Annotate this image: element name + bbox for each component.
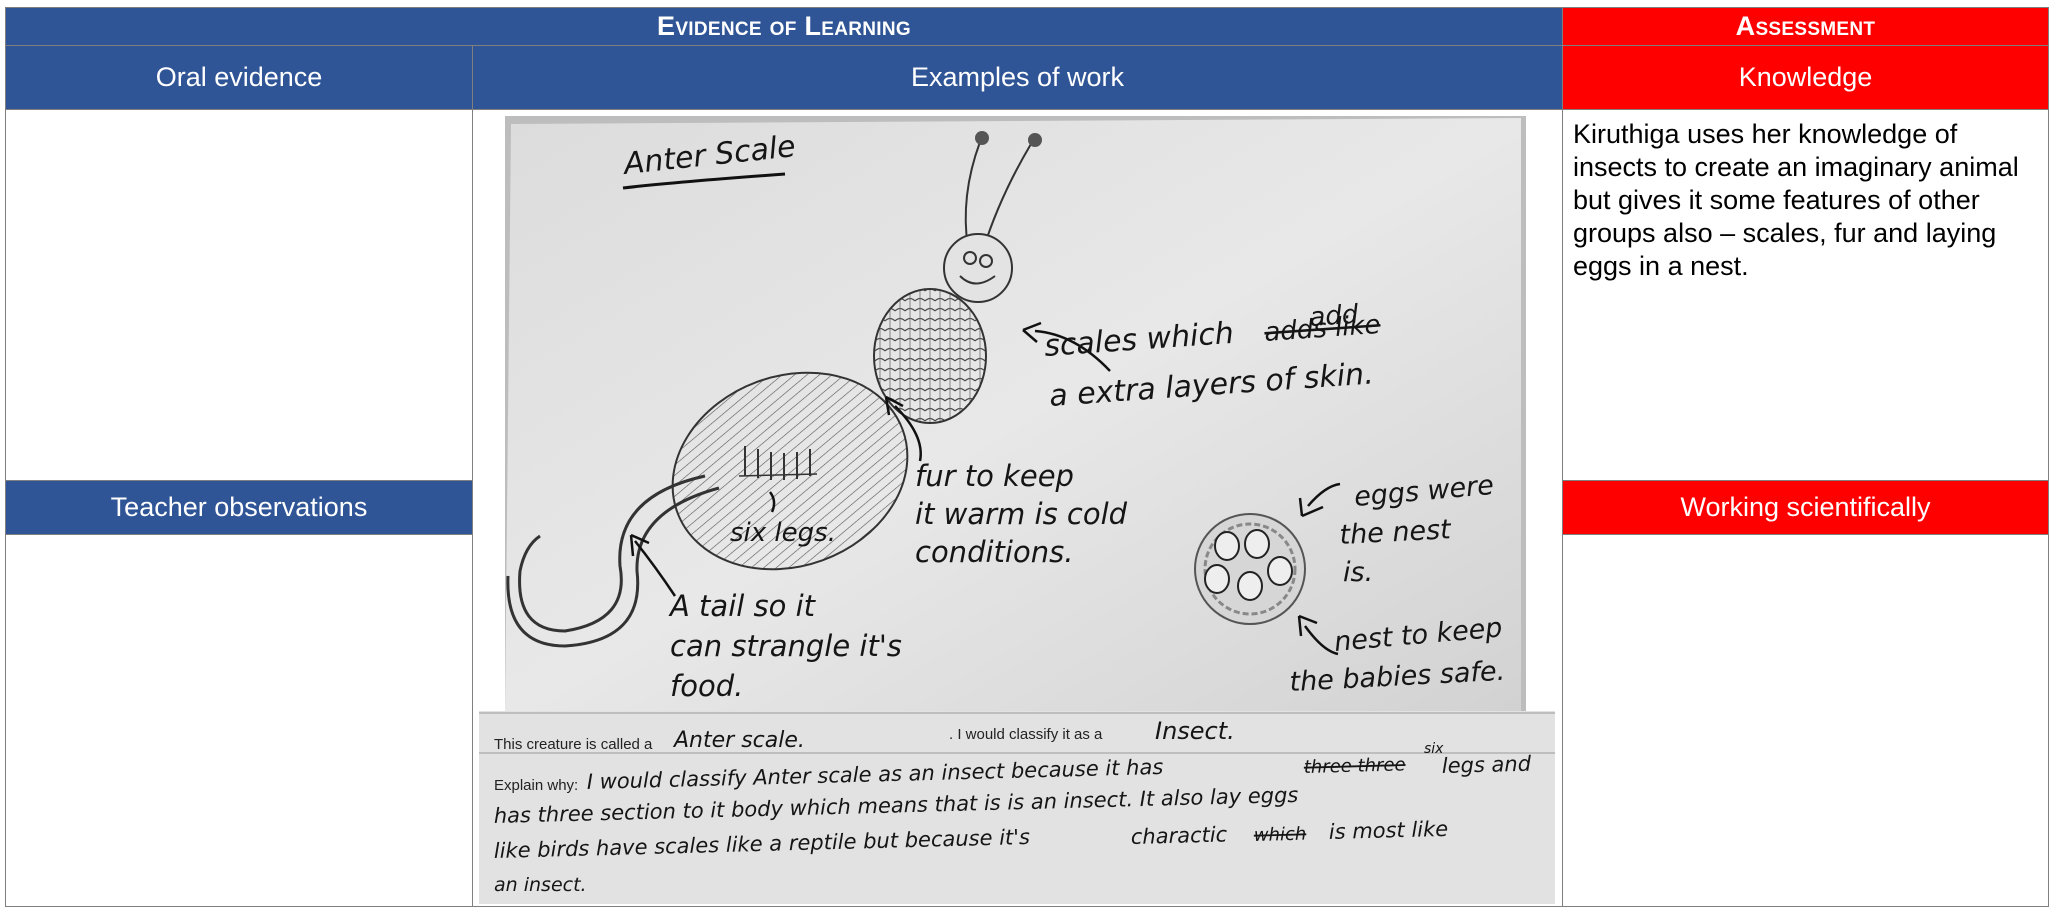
tail-line3: food. — [670, 669, 743, 703]
worksheet-line3-struck: which — [1254, 824, 1307, 846]
assessment-header: Assessment — [1562, 7, 2049, 46]
worksheet-line3-mid: charactic — [1131, 822, 1228, 849]
teacher-observations-header: Teacher observations — [5, 480, 473, 535]
working-scientifically-header: Working scientifically — [1562, 480, 2049, 535]
examples-of-work-label: Examples of work — [911, 62, 1124, 93]
teacher-observations-cell — [5, 534, 473, 907]
called-label: This creature is called a — [494, 736, 653, 753]
called-value: Anter scale. — [672, 728, 805, 753]
assessment-title: Assessment — [1736, 11, 1876, 42]
classify-value: Insect. — [1155, 717, 1235, 745]
evidence-of-learning-title: Evidence of Learning — [657, 11, 911, 42]
worksheet-photo: This creature is called a Anter scale. .… — [479, 711, 1555, 904]
creature-head-icon — [944, 234, 1012, 302]
working-scientifically-cell — [1562, 534, 2049, 907]
eggs-line2: the nest — [1339, 514, 1453, 551]
worksheet-line1-struck: three three — [1304, 754, 1406, 778]
teacher-observations-label: Teacher observations — [111, 492, 368, 523]
oral-evidence-header: Oral evidence — [5, 45, 473, 110]
classify-label: . I would classify it as a — [949, 726, 1103, 743]
worksheet-line1-end: legs and — [1442, 752, 1532, 778]
tail-line1: A tail so it — [668, 589, 817, 623]
fur-line1: fur to keep — [915, 459, 1074, 493]
eggs-line3: is. — [1343, 557, 1373, 588]
worksheet-line3-end: is most like — [1329, 817, 1449, 844]
drawing-photo: Anter Scale add scales which adds like a… — [505, 116, 1526, 711]
fur-line2: it warm is cold — [915, 497, 1128, 531]
tail-line2: can strangle it's — [670, 629, 902, 663]
oral-evidence-cell — [5, 109, 473, 481]
working-scientifically-label: Working scientifically — [1680, 492, 1930, 523]
oral-evidence-label: Oral evidence — [156, 62, 323, 93]
examples-of-work-header: Examples of work — [472, 45, 1563, 110]
fur-line3: conditions. — [915, 535, 1073, 569]
knowledge-label: Knowledge — [1739, 62, 1873, 93]
explain-label: Explain why: — [494, 777, 578, 794]
knowledge-header: Knowledge — [1562, 45, 2049, 110]
evidence-of-learning-header: Evidence of Learning — [5, 7, 1563, 46]
knowledge-cell: Kiruthiga uses her knowledge of insects … — [1562, 109, 2049, 481]
worksheet-line4: an insect. — [494, 874, 587, 896]
knowledge-text: Kiruthiga uses her knowledge of insects … — [1563, 110, 2048, 291]
legs-label: six legs. — [730, 518, 836, 548]
